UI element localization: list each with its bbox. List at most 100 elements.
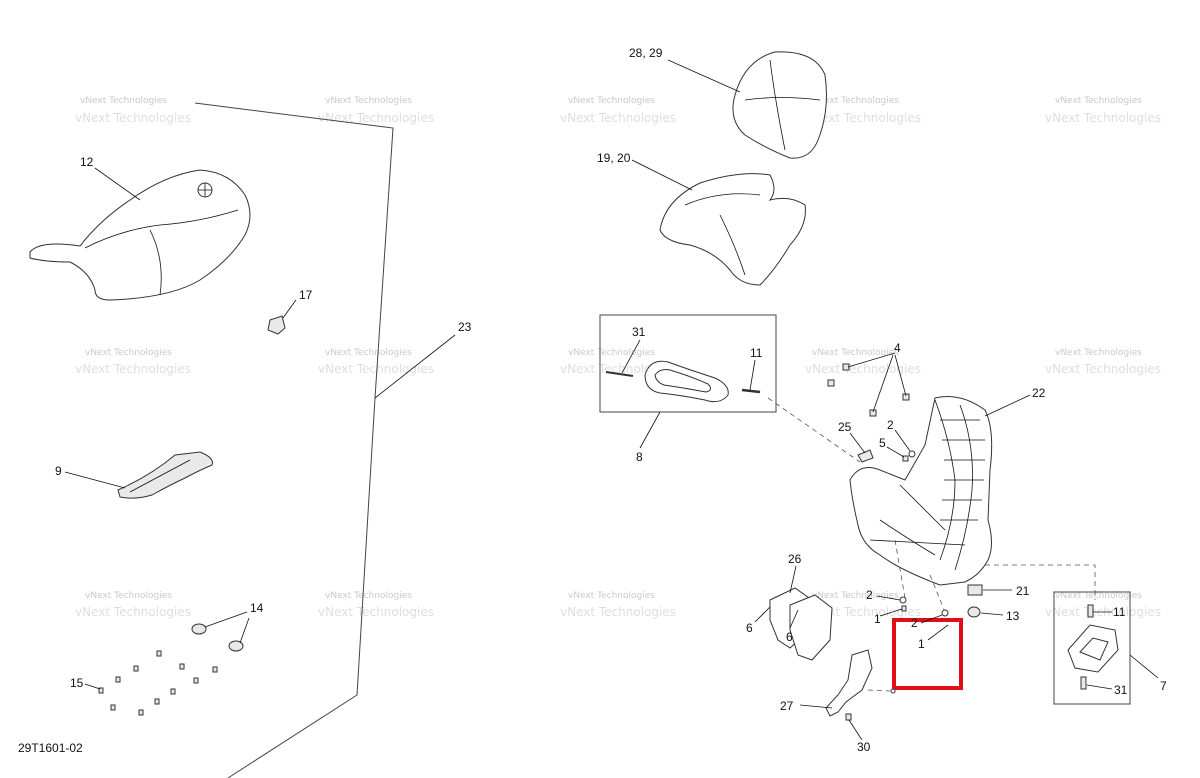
part-seat-frame[interactable]: [849, 396, 993, 586]
part-side-panels[interactable]: [769, 587, 833, 661]
group-box-8: [599, 314, 777, 413]
watermark: vNext Technologies: [80, 96, 167, 106]
watermark: vNext Technologies: [318, 111, 434, 125]
part-washer-2a[interactable]: [908, 450, 916, 458]
leader-22: [984, 394, 1031, 417]
part-backrest-pad[interactable]: [732, 51, 827, 159]
callout-21[interactable]: 21: [1016, 584, 1030, 598]
watermark: vNext Technologies: [325, 348, 412, 358]
part-screw-31b[interactable]: [1080, 676, 1087, 690]
watermark: vNext Technologies: [325, 96, 412, 106]
leader-6b: [789, 609, 799, 629]
callout-11b[interactable]: 11: [1113, 605, 1126, 619]
part-pin-11[interactable]: [741, 388, 761, 394]
leader-15: [84, 683, 101, 690]
watermark: vNext Technologies: [325, 591, 412, 601]
watermark: vNext Technologies: [1055, 348, 1142, 358]
leader-2b: [876, 595, 901, 601]
leader-5: [886, 446, 905, 458]
part-latch-21[interactable]: [967, 584, 983, 596]
watermarks: vNext Technologies vNext Technologies vN…: [75, 96, 1161, 619]
assembly-line-b: [929, 574, 946, 613]
part-washer-2b[interactable]: [899, 596, 907, 604]
watermark: vNext Technologies: [85, 591, 172, 601]
part-pin-11b[interactable]: [1087, 604, 1094, 618]
leader-1b: [927, 624, 949, 641]
callout-12[interactable]: 12: [80, 155, 94, 169]
part-latch-lever[interactable]: [825, 649, 873, 717]
callout-22[interactable]: 22: [1032, 386, 1046, 400]
leader-17: [282, 299, 297, 319]
watermark: vNext Technologies: [568, 348, 655, 358]
part-heat-shield[interactable]: [117, 451, 213, 499]
part-grommets[interactable]: [191, 623, 244, 652]
watermark: vNext Technologies: [1055, 96, 1142, 106]
callout-13[interactable]: 13: [1006, 609, 1020, 623]
callout-28-29[interactable]: 28, 29: [629, 46, 663, 60]
callout-23[interactable]: 23: [458, 320, 472, 334]
part-bushing-13[interactable]: [967, 606, 981, 618]
assembly-line-a: [894, 539, 906, 599]
watermark: vNext Technologies: [812, 96, 899, 106]
leader-7: [1129, 654, 1159, 679]
part-washer-2c[interactable]: [941, 609, 949, 617]
leader-11a: [749, 359, 756, 391]
callout-9[interactable]: 9: [55, 464, 62, 478]
part-seat-cushion[interactable]: [659, 173, 806, 286]
leader-25: [849, 432, 866, 454]
watermark: vNext Technologies: [812, 591, 899, 601]
part-pin-small[interactable]: [890, 688, 896, 694]
callout-17[interactable]: 17: [299, 288, 313, 302]
part-fasteners[interactable]: [98, 650, 218, 716]
callout-1a[interactable]: 1: [874, 612, 881, 626]
part-bracket-25[interactable]: [857, 449, 874, 463]
callout-26[interactable]: 26: [788, 552, 802, 566]
leader-19-20: [631, 159, 693, 191]
part-screw-1a[interactable]: [901, 605, 907, 612]
callout-8[interactable]: 8: [636, 450, 643, 464]
callout-19-20[interactable]: 19, 20: [597, 151, 631, 165]
callout-6a[interactable]: 6: [746, 621, 753, 635]
leader-31a: [621, 339, 641, 374]
callout-14[interactable]: 14: [250, 601, 264, 615]
watermark: vNext Technologies: [805, 605, 921, 619]
watermark: vNext Technologies: [75, 111, 191, 125]
callout-2b[interactable]: 2: [866, 588, 873, 602]
leader-30: [848, 719, 863, 741]
callout-5[interactable]: 5: [879, 436, 886, 450]
part-pin-31[interactable]: [605, 371, 634, 377]
leader-4: [847, 352, 907, 413]
leader-23: [374, 334, 456, 399]
leader-14a: [204, 611, 248, 628]
part-screw-30[interactable]: [845, 713, 852, 721]
callout-4[interactable]: 4: [894, 341, 901, 355]
watermark: vNext Technologies: [560, 605, 676, 619]
callout-11a[interactable]: 11: [750, 346, 763, 360]
callout-6b[interactable]: 6: [786, 630, 793, 644]
callout-31b[interactable]: 31: [1114, 683, 1128, 697]
watermark: vNext Technologies: [75, 362, 191, 376]
callout-2c[interactable]: 2: [911, 616, 918, 630]
part-striker-plate[interactable]: [1067, 624, 1119, 673]
callout-7[interactable]: 7: [1160, 679, 1167, 693]
highlight-box[interactable]: [892, 618, 963, 690]
assembly-line-handle: [767, 397, 861, 463]
part-grab-handle[interactable]: [644, 360, 729, 403]
callout-25[interactable]: 25: [838, 420, 852, 434]
watermark: vNext Technologies: [560, 111, 676, 125]
part-screws-4[interactable]: [827, 363, 910, 417]
watermark: vNext Technologies: [805, 362, 921, 376]
watermark: vNext Technologies: [75, 605, 191, 619]
callout-2a[interactable]: 2: [887, 418, 894, 432]
part-clip[interactable]: [267, 315, 286, 335]
watermark: vNext Technologies: [318, 605, 434, 619]
part-screw-5[interactable]: [902, 455, 909, 462]
callout-31a[interactable]: 31: [632, 325, 646, 339]
part-front-seat[interactable]: [29, 169, 251, 301]
callout-30[interactable]: 30: [857, 740, 871, 754]
callout-15[interactable]: 15: [70, 676, 84, 690]
callout-27[interactable]: 27: [780, 699, 794, 713]
leader-12: [94, 167, 141, 201]
callout-1b[interactable]: 1: [918, 637, 925, 651]
